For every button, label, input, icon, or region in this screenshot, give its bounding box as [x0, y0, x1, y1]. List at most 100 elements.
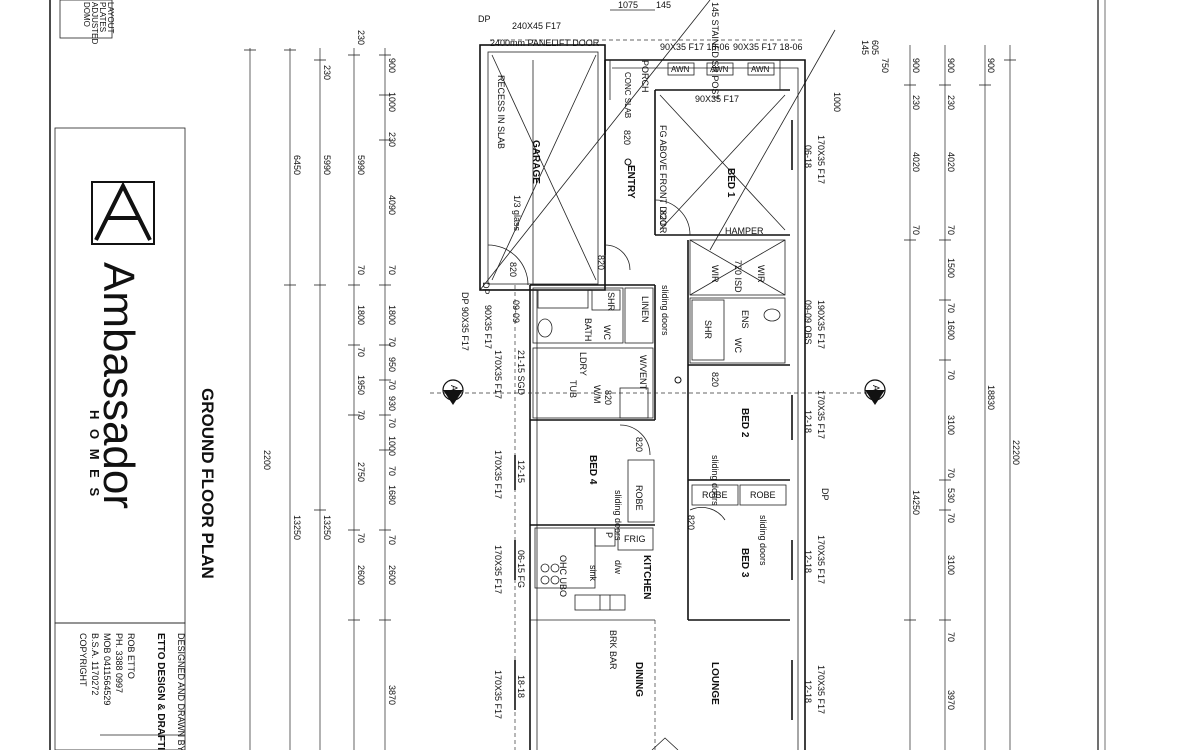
dim-right-14250: 14250	[911, 490, 921, 515]
dim-right-70-f: 70	[946, 513, 956, 523]
robe-bed4: ROBE	[634, 485, 644, 511]
corner-note-line-4: DOMO	[82, 2, 91, 27]
room-bed3: BED 3	[739, 548, 750, 578]
dim-left-70-i: 70	[387, 466, 397, 476]
hamper-label: HAMPER	[725, 226, 764, 236]
room-kitchen: KITCHEN	[641, 555, 652, 599]
dim-left-70-j: 70	[387, 535, 397, 545]
dw-label: d/w	[613, 560, 623, 575]
dim-right-3970: 3970	[946, 690, 956, 710]
fg-above-note: FG ABOVE FRONT DOOR	[658, 125, 668, 234]
b820-garage: 820	[508, 262, 518, 277]
company-name: ETTO DESIGN & DRAFTING	[155, 633, 166, 750]
robe-bed2: ROBE	[702, 490, 728, 500]
ohc-ubo-label: OHC UBO	[558, 555, 568, 597]
dim-right-900-b: 900	[946, 58, 956, 73]
dim-left-230-b: 230	[356, 30, 366, 45]
dim-left-70-b: 70	[356, 347, 366, 357]
stained-post-note: 145 STAINED SR POST	[710, 2, 720, 100]
room-bed4: BED 4	[587, 455, 598, 485]
dim-right-230-b: 230	[946, 95, 956, 110]
wvent-label: W/VENT	[638, 355, 648, 391]
dim-right-530: 530	[946, 488, 956, 503]
dim-left-70-g: 70	[387, 380, 397, 390]
dim-left-2600-a: 2600	[356, 565, 366, 585]
wir-b: WIR	[756, 265, 766, 283]
dim-right-22200: 22200	[1011, 440, 1021, 465]
shr-ens: SHR	[703, 320, 713, 340]
ens-label: ENS	[740, 310, 750, 329]
entry-marker-icon	[624, 158, 632, 166]
door-top-note: 2400mm PANELIFT DOOR	[490, 38, 600, 48]
left-lintel-notes: DP 90X35 F17 DP 90X35 F17 09-09 21-15 SG…	[460, 282, 526, 719]
mobile-number: MOB 0411564529	[102, 633, 112, 705]
corner-note-line-2: PLATES	[98, 2, 107, 32]
lintel-left-8: 18-18	[516, 675, 526, 698]
dim-right-1500: 1500	[946, 258, 956, 278]
wc-bath: WC	[602, 325, 612, 340]
bsa-number: B.S.A. 1170272	[90, 633, 100, 695]
dining-lounge: DINING LOUNGE	[633, 620, 720, 751]
b820-entry-b: 820	[658, 210, 668, 225]
room-bed2: BED 2	[739, 408, 750, 438]
room-lounge: LOUNGE	[709, 662, 720, 705]
room-dining: DINING	[633, 662, 644, 697]
corner-note-line-3: ADJUSTED	[90, 2, 99, 44]
isd-note: 720 ISD	[733, 260, 743, 293]
dim-right-70-a: 70	[911, 225, 921, 235]
dim-left-13250-b: 13250	[322, 515, 332, 540]
dim-top-605: 605	[870, 40, 880, 55]
dim-right-70-e: 70	[946, 468, 956, 478]
room-garage: GARAGE	[530, 140, 541, 184]
wir-a: WIR	[710, 265, 720, 283]
dim-left-70-d: 70	[356, 533, 366, 543]
bath: SHR BATH WC LINEN sliding doors LDRY TUB…	[532, 285, 670, 419]
dim-left-2600-b: 2600	[387, 565, 397, 585]
lintel-right-2: 06-18	[803, 145, 813, 168]
recess-note: RECESS IN SLAB	[496, 75, 506, 149]
bed-3: BED 3 sliding doors 820	[686, 507, 768, 578]
sliding-doors-4: sliding doors	[613, 490, 623, 541]
dim-right-70-d: 70	[946, 370, 956, 380]
dim-left-70-e: 70	[387, 265, 397, 275]
dim-left-70-c: 70	[356, 410, 366, 420]
dim-left-230-a: 230	[322, 65, 332, 80]
dim-left-930: 930	[387, 396, 397, 411]
bed-2: BED 2 sliding doors ROBE ROBE	[691, 408, 787, 506]
dim-right-3100-b: 3100	[946, 555, 956, 575]
dim-left-900: 900	[387, 58, 397, 73]
sliding-doors-3: sliding doors	[758, 515, 768, 566]
dim-left-13250-a: 13250	[292, 515, 302, 540]
dim-left-4090: 4090	[387, 195, 397, 215]
lintel-right-1: 170X35 F17	[816, 135, 826, 184]
dim-left-5990-a: 5990	[322, 155, 332, 175]
porch-label: PORCH	[640, 60, 650, 93]
sliding-doors-1: sliding doors	[660, 285, 670, 336]
dim-left-1800-a: 1800	[356, 305, 366, 325]
lintel-right-3: 190X35 F17	[816, 300, 826, 349]
dim-left-1950: 1950	[356, 375, 366, 395]
lintel-note-1: 90X35 F17 18-06	[660, 42, 730, 52]
b820-bed4: 820	[634, 437, 644, 452]
dim-left-1000: 1000	[387, 92, 397, 112]
sink-label: sink	[588, 565, 598, 582]
lintel-right-9: 170X35 F17	[816, 665, 826, 714]
b820-hall: 820	[596, 255, 606, 270]
beam-top-note: 240X45 F17	[512, 21, 561, 31]
b820-ldry: 820	[603, 390, 613, 405]
dim-top-145-b: 145	[860, 40, 870, 55]
room-entry: ENTRY	[625, 165, 636, 199]
awn-3: AWN	[751, 65, 770, 74]
lintel-left-9: 170X35 F17	[493, 670, 503, 719]
lintel-right-5: 170X35 F17	[816, 390, 826, 439]
lintel-right-8: 12-18	[803, 550, 813, 573]
bath-label: BATH	[583, 318, 593, 341]
linen-label: LINEN	[640, 296, 650, 323]
lintel-left-6: 06-15 FG	[516, 550, 526, 588]
brand-subtitle: H O M E S	[87, 410, 102, 499]
corner-note-line-1: LAYOUT	[106, 2, 115, 34]
dim-left-3870: 3870	[387, 685, 397, 705]
corner-note: LAYOUT PLATES ADJUSTED DOMO	[59, 0, 115, 44]
room-bed1: BED 1	[725, 168, 736, 198]
